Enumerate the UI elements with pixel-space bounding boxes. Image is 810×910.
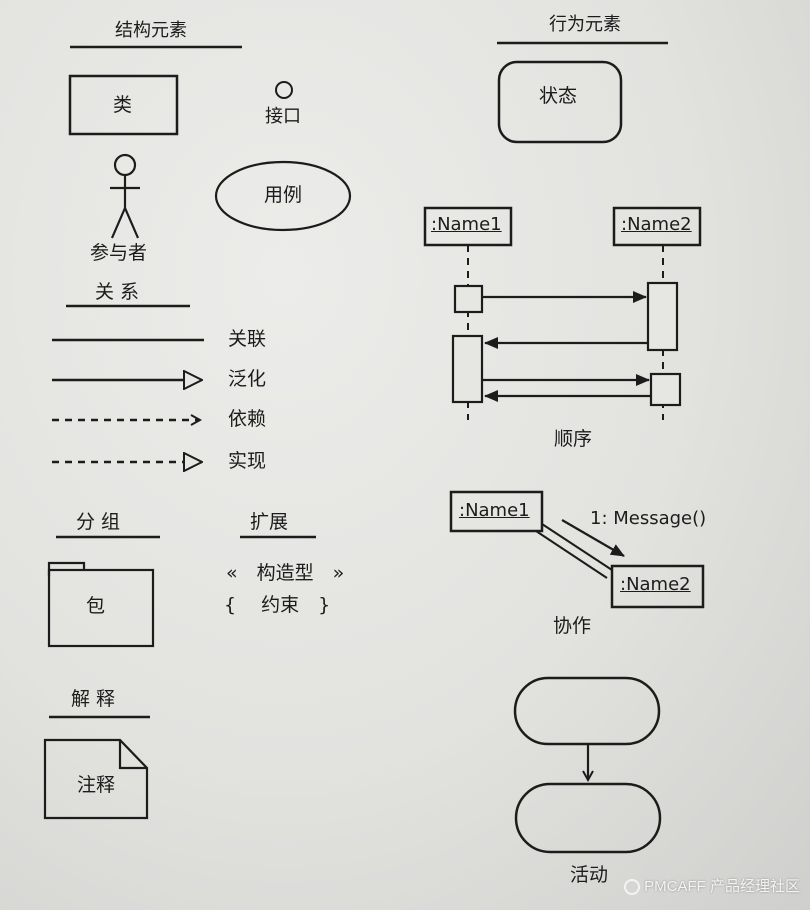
note-shape xyxy=(43,738,149,820)
collaboration-label: 协作 xyxy=(553,615,592,637)
collab-link-b xyxy=(535,530,608,579)
usecase-label: 用例 xyxy=(264,184,303,206)
watermark-logo-icon xyxy=(624,879,641,895)
stereotype-label: « 构造型 » xyxy=(226,562,345,584)
watermark-text: PMCAFF 产品经理社区 xyxy=(644,878,800,895)
relationship-label-generalization: 泛化 xyxy=(228,368,267,390)
state-box xyxy=(497,60,623,144)
collab-message-arrow xyxy=(561,519,625,557)
actor-label: 参与者 xyxy=(90,242,148,264)
interface-circle xyxy=(275,81,293,99)
seq-obj2-label: :Name2 xyxy=(621,214,692,235)
structural-header: 结构元素 xyxy=(115,20,187,41)
collab-obj2-label: :Name2 xyxy=(620,574,691,595)
seq-activation-1b xyxy=(451,334,484,404)
class-label: 类 xyxy=(113,94,133,116)
sequence-label: 顺序 xyxy=(554,428,593,450)
seq-activation-1a xyxy=(453,284,484,314)
collab-message-label: 1: Message() xyxy=(590,508,707,529)
sequence-diagram xyxy=(423,206,702,420)
constraint-label: { 约束 } xyxy=(224,594,331,616)
seq-activation-2b xyxy=(649,372,682,407)
collab-obj1-box xyxy=(449,490,544,533)
seq-obj2-box xyxy=(612,206,702,247)
seq-obj1-label: :Name1 xyxy=(431,214,502,235)
class-box xyxy=(68,74,179,136)
activity-diagram xyxy=(513,676,662,854)
collab-link-a xyxy=(541,523,613,571)
collab-obj1-label: :Name1 xyxy=(459,500,530,521)
package-shape xyxy=(47,561,155,648)
relationship-label-association: 关联 xyxy=(228,328,267,350)
collab-obj2-box xyxy=(610,564,705,609)
annotation-header: 解 释 xyxy=(71,688,116,710)
extension-header: 扩展 xyxy=(250,511,289,533)
package-label: 包 xyxy=(86,595,106,617)
relationship-label-realization: 实现 xyxy=(228,450,267,472)
behavioral-header: 行为元素 xyxy=(549,14,621,35)
seq-activation-2a xyxy=(646,281,679,352)
activity-node-1 xyxy=(513,676,661,746)
header-underlines xyxy=(49,41,668,719)
actor-figure xyxy=(110,153,140,239)
collaboration-diagram xyxy=(449,490,705,609)
activity-label: 活动 xyxy=(570,864,609,886)
interface-label: 接口 xyxy=(265,106,301,127)
state-label: 状态 xyxy=(539,85,578,107)
grouping-header: 分 组 xyxy=(76,511,121,533)
relationship-label-dependency: 依赖 xyxy=(228,408,267,430)
watermark: PMCAFF 产品经理社区 xyxy=(624,875,800,896)
usecase-ellipse xyxy=(214,160,352,232)
activity-node-2 xyxy=(514,782,662,854)
note-label: 注释 xyxy=(77,774,116,796)
relationships-header: 关 系 xyxy=(95,281,140,303)
